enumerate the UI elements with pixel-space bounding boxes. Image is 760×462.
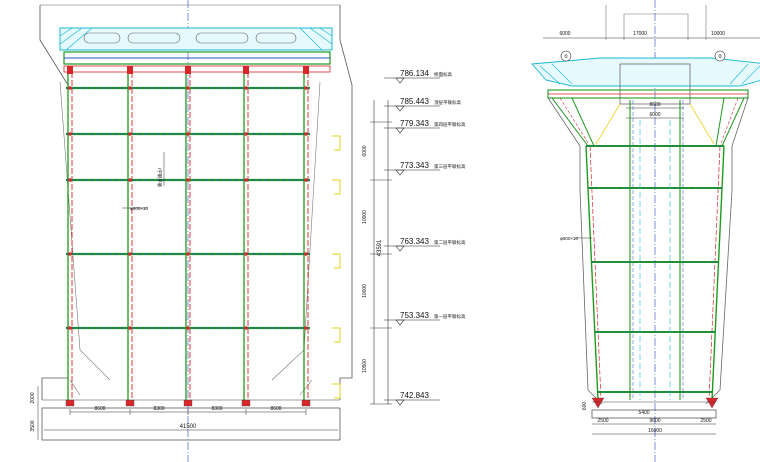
elevation-label-6: 第一层平联标高: [434, 313, 466, 320]
left-base-dim-2: 3500: [30, 420, 36, 431]
elevation-value-6: 753.343: [400, 311, 429, 320]
right-footing: [591, 409, 717, 419]
elevation-value-3: 779.343: [400, 119, 429, 128]
right-top-dim-3: 10000: [711, 31, 725, 37]
right-total-width: 16000: [648, 428, 662, 434]
right-bottom-dim-1: 2500: [597, 418, 608, 424]
column-cap: [127, 66, 133, 74]
left-bottom-dimensions: 8600 8300 8300 8600: [69, 406, 307, 415]
axis-marker-2: [714, 50, 726, 62]
right-pier-outline: [547, 97, 749, 405]
axis-marker-1: [560, 50, 572, 62]
left-total-height: 43591: [377, 239, 383, 256]
column-cap: [185, 66, 191, 74]
svg-text:①: ①: [564, 54, 569, 60]
left-elevation-view: I字钢平联 φ600×10 786.134 桥面标高 785.443 顶层平联标高 77…: [30, 0, 466, 462]
right-top-dim-2: 17000: [633, 31, 647, 37]
left-yellow-brackets: [332, 135, 341, 399]
left-base-plates: [65, 399, 311, 407]
left-total-width: 41500: [180, 424, 197, 430]
elevation-value-2: 785.443: [400, 97, 429, 106]
right-inner-dim-2: 6000: [649, 112, 660, 118]
column-cap: [67, 66, 73, 74]
elevation-label-5: 第二层平联标高: [434, 239, 466, 246]
right-top-dim-1: 6000: [559, 31, 570, 37]
right-bottom-dim-3: 9600: [649, 418, 660, 424]
elevation-label-4: 第三层平联标高: [434, 163, 466, 170]
svg-text:②: ②: [718, 54, 723, 60]
bottom-dim-4: 8600: [270, 406, 281, 412]
right-base-dim: 600: [582, 402, 588, 411]
right-bottom-dim-4: 2500: [700, 418, 711, 424]
column-cap: [303, 66, 309, 74]
right-frame-members: [551, 97, 745, 409]
elevation-label-1: 桥面标高: [434, 71, 452, 78]
right-deck-section: [531, 57, 760, 87]
elevation-value-1: 786.134: [400, 69, 429, 78]
elevation-label-3: 第四层平联标高: [434, 121, 466, 128]
left-deck-hatch: [59, 27, 333, 51]
right-bottom-dim-2: 5400: [638, 410, 649, 416]
left-vertical-dimensions: 6000 10000 10000 10500: [362, 121, 392, 405]
left-footing: [41, 407, 341, 441]
elevation-value-5: 763.343: [400, 237, 429, 246]
right-pipe-label: φ600×10: [560, 236, 579, 241]
right-inner-box: [619, 63, 691, 105]
bottom-dim-1: 8600: [94, 406, 105, 412]
left-pipe-label: φ600×10: [130, 206, 149, 211]
right-section-view: 6000 17000 10000 ① ② 8600 6000 φ600×10 6…: [531, 0, 760, 462]
column-cap: [243, 66, 249, 74]
vertical-dim-3: 10000: [362, 284, 368, 298]
vertical-dim-2: 10000: [362, 210, 368, 224]
left-braces: [66, 86, 310, 330]
vertical-dim-4: 10500: [362, 359, 368, 373]
elevation-marks: 786.134 桥面标高 785.443 顶层平联标高 779.343 第四层平联标高 77…: [384, 69, 466, 406]
bottom-dim-2: 8300: [153, 406, 164, 412]
elevation-value-4: 773.343: [400, 161, 429, 170]
vertical-dim-1: 6000: [362, 145, 368, 156]
bottom-dim-3: 8300: [211, 406, 222, 412]
right-inner-dim-1: 8600: [649, 102, 660, 108]
elevation-label-2: 顶层平联标高: [434, 99, 461, 106]
left-columns: [67, 66, 309, 404]
left-base-dim-1: 2000: [30, 392, 36, 403]
elevation-value-7: 742.843: [400, 391, 429, 400]
left-brace-label: I字钢平联: [156, 168, 163, 188]
